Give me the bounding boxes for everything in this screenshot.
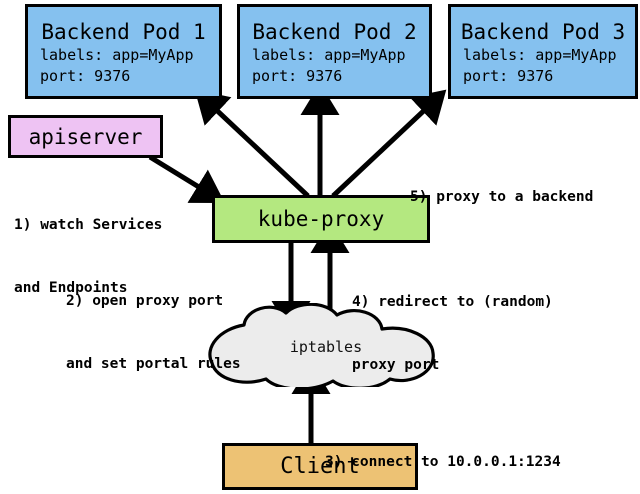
apiserver-node[interactable]: apiserver	[8, 115, 163, 158]
step-4-label: 4) redirect to (random) proxy port	[352, 250, 553, 418]
pod-title: Backend Pod 3	[460, 20, 626, 44]
step-5-label: 5) proxy to a backend	[410, 145, 593, 250]
step-1-line-2: and Endpoints	[14, 280, 128, 296]
pod-labels: labels: app=MyApp	[40, 46, 194, 64]
step-5-line-1: 5) proxy to a backend	[410, 189, 594, 205]
step-1-label: 1) watch Services and Endpoints	[14, 173, 162, 341]
pod-port: port: 9376	[40, 67, 131, 85]
step-1-line-1: 1) watch Services	[14, 217, 163, 233]
step-2-line-2: and set portal rules	[66, 356, 241, 372]
backend-pod-1[interactable]: Backend Pod 1 labels: app=MyApp port: 93…	[25, 4, 222, 99]
pod-labels: labels: app=MyApp	[463, 46, 617, 64]
cloud-shape	[208, 302, 435, 391]
pod-title: Backend Pod 1	[41, 20, 206, 44]
client-label: Client	[280, 454, 360, 479]
step-2-line-1: 2) open proxy port	[66, 293, 224, 309]
pod-port: port: 9376	[463, 67, 554, 85]
step-4-line-2: proxy port	[352, 357, 440, 373]
arrow-kubeproxy-to-pod1	[194, 89, 310, 198]
step-3-line-1: 3) connect to 10.0.0.1:1234	[325, 454, 561, 470]
pod-title: Backend Pod 2	[252, 20, 417, 44]
client-node[interactable]: Client	[222, 443, 418, 490]
backend-pod-3[interactable]: Backend Pod 3 labels: app=MyApp port: 93…	[448, 4, 638, 99]
kube-proxy-node[interactable]: kube-proxy	[212, 195, 430, 243]
step-3-label: 3) connect to 10.0.0.1:1234	[325, 410, 561, 494]
apiserver-label: apiserver	[28, 124, 143, 149]
step-2-label: 2) open proxy port and set portal rules	[66, 249, 241, 417]
step-4-line-1: 4) redirect to (random)	[352, 294, 553, 310]
kube-proxy-label: kube-proxy	[257, 207, 385, 231]
pod-labels: labels: app=MyApp	[252, 46, 406, 64]
backend-pod-2[interactable]: Backend Pod 2 labels: app=MyApp port: 93…	[237, 4, 432, 99]
pod-port: port: 9376	[252, 67, 343, 85]
